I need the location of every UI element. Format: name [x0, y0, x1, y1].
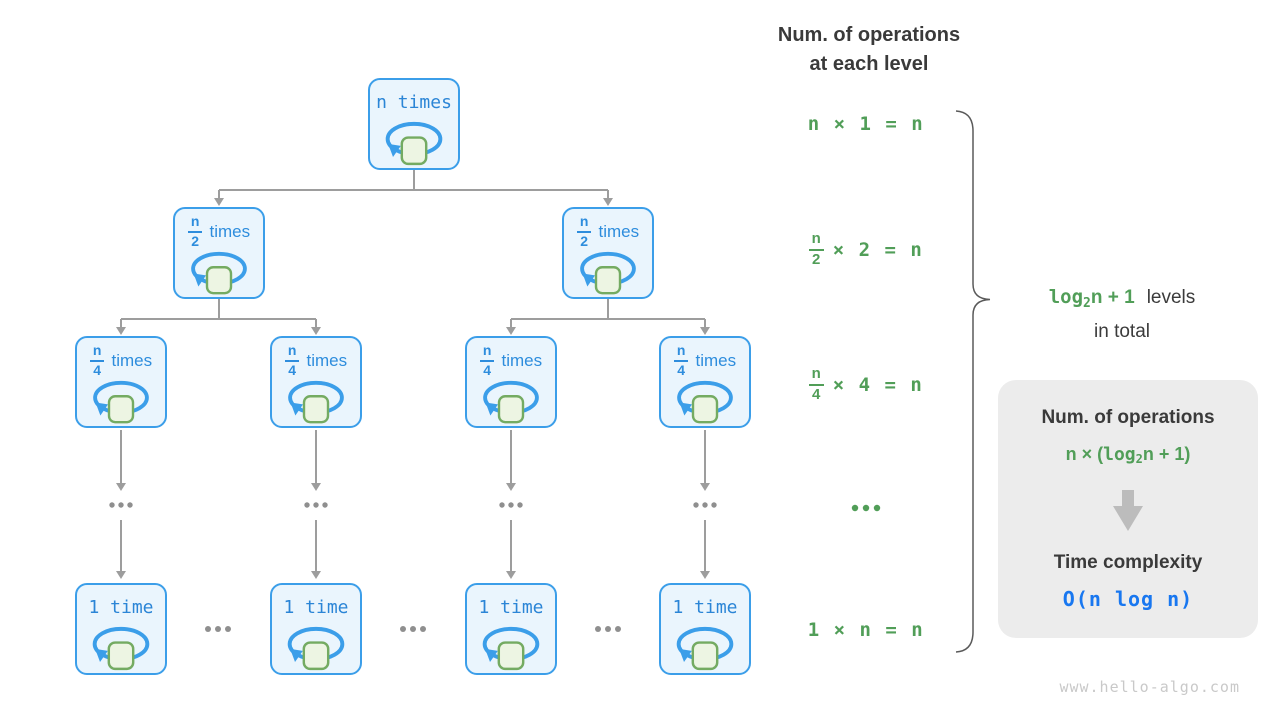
node-label: 1 time: [283, 596, 349, 618]
equation-level-1: n × 1 = n: [807, 113, 925, 135]
loop-icon: [283, 378, 349, 426]
down-arrow-icon: [1113, 490, 1143, 531]
loop-icon: [575, 249, 641, 297]
equation-ellipsis-dots: [851, 504, 881, 512]
tree-node-one-1: 1 time: [75, 583, 167, 675]
tree-node-one-4: 1 time: [659, 583, 751, 675]
levels-label-line-2: in total: [1094, 321, 1150, 342]
summary-formula: n × (log2n + 1): [1065, 444, 1191, 466]
tree-node-one-3: 1 time: [465, 583, 557, 675]
tree-node-one-2: 1 time: [270, 583, 362, 675]
node-label: 1 time: [88, 596, 154, 618]
mid-ellipsis-dots: [109, 502, 717, 508]
loop-icon: [88, 378, 154, 426]
header-line-2: at each level: [809, 53, 929, 75]
summary-box: Num. of operations n × (log2n + 1) Time …: [998, 380, 1258, 638]
loop-icon: [672, 378, 738, 426]
watermark: www.hello-algo.com: [1059, 678, 1240, 696]
right-column-header: Num. of operations at each level: [744, 21, 994, 79]
loop-icon: [478, 378, 544, 426]
complexity-value: O(n log n): [1062, 587, 1194, 611]
loop-icon: [186, 249, 252, 297]
loop-icon: [478, 624, 544, 673]
equation-level-4: 1 × n = n: [807, 619, 925, 641]
loop-icon: [672, 624, 738, 673]
loop-icon: [381, 119, 447, 168]
node-label: 1 time: [478, 596, 544, 618]
node-label: n times: [376, 91, 452, 113]
node-label: 1 time: [672, 596, 738, 618]
bottom-ellipsis-dots: [205, 626, 621, 632]
header-line-1: Num. of operations: [777, 24, 961, 46]
summary-subtitle: Time complexity: [1053, 552, 1203, 573]
tree-node-root: n times: [368, 78, 460, 170]
summary-title: Num. of operations: [1041, 407, 1215, 428]
loop-icon: [283, 624, 349, 673]
loop-icon: [88, 624, 154, 673]
